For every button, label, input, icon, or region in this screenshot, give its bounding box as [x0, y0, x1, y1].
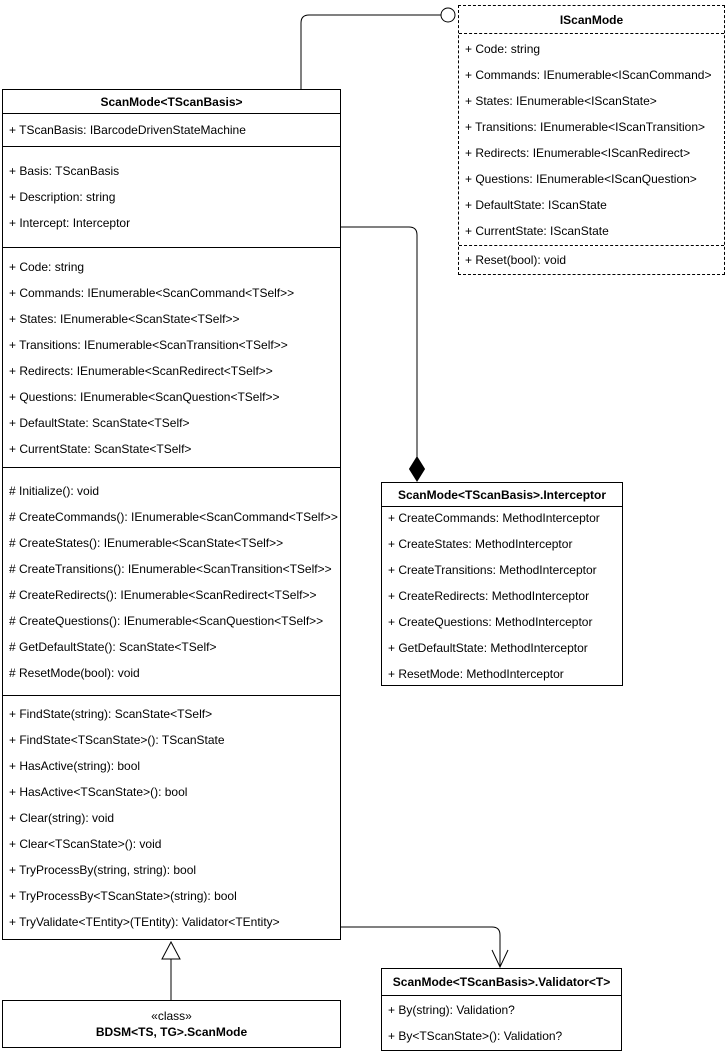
- member-row: + By(string): Validation?: [388, 1003, 515, 1017]
- member-row: + CurrentState: IScanState: [465, 223, 609, 238]
- member-row: + Transitions: IEnumerable<IScanTransiti…: [465, 119, 706, 134]
- member-row: + HasActive<TScanState>(): bool: [9, 784, 188, 799]
- member-row: + TryProcessBy<TScanState>(string): bool: [9, 888, 237, 903]
- member-row: # ResetMode(bool): void: [9, 665, 140, 680]
- member-row: + Questions: IEnumerable<IScanQuestion>: [465, 171, 697, 186]
- realization-connector: [300, 7, 456, 89]
- member-row: + Intercept: Interceptor: [9, 216, 131, 230]
- member-row: + CreateRedirects: MethodInterceptor: [388, 589, 590, 603]
- member-row: + Code: string: [9, 259, 85, 274]
- attributes-section: + Code: string + Commands: IEnumerable<S…: [3, 248, 340, 468]
- member-row: # GetDefaultState(): ScanState<TSelf>: [9, 639, 217, 654]
- interface-lollipop-icon: [440, 7, 456, 23]
- attributes-section: + Code: string + Commands: IEnumerable<I…: [459, 34, 724, 246]
- member-row: + Code: string: [465, 41, 541, 56]
- member-row: + Redirects: IEnumerable<ScanRedirect<TS…: [9, 363, 273, 378]
- member-row: + DefaultState: IScanState: [465, 197, 607, 212]
- open-arrowhead-icon: [491, 949, 509, 969]
- member-row: + Commands: IEnumerable<ScanCommand<TSel…: [9, 285, 295, 300]
- attributes-section: + Basis: TScanBasis + Description: strin…: [3, 147, 340, 248]
- member-row: + Transitions: IEnumerable<ScanTransitio…: [9, 337, 288, 352]
- member-row: # Initialize(): void: [9, 483, 100, 498]
- protected-methods-section: # Initialize(): void # CreateCommands():…: [3, 468, 340, 696]
- member-row: # CreateStates(): IEnumerable<ScanState<…: [9, 535, 284, 550]
- member-row: + Commands: IEnumerable<IScanCommand>: [465, 67, 712, 82]
- class-stereotype: «class»: [151, 1009, 192, 1023]
- member-row: + TryProcessBy(string, string): bool: [9, 862, 197, 877]
- member-row: + TScanBasis: IBarcodeDrivenStateMachine: [9, 123, 246, 137]
- composition-diamond-icon: [408, 456, 426, 482]
- public-methods-section: + FindState(string): ScanState<TSelf> + …: [3, 696, 340, 939]
- methods-section: + Reset(bool): void: [459, 246, 724, 274]
- class-title: ScanMode<TScanBasis>: [3, 90, 340, 114]
- member-row: + ResetMode: MethodInterceptor: [388, 667, 564, 681]
- class-title: ScanMode<TScanBasis>.Interceptor: [382, 483, 622, 507]
- member-row: + DefaultState: ScanState<TSelf>: [9, 415, 190, 430]
- member-row: + Basis: TScanBasis: [9, 164, 120, 178]
- member-row: + Clear<TScanState>(): void: [9, 836, 162, 851]
- methods-section: + By(string): Validation? + By<TScanStat…: [382, 996, 621, 1050]
- member-row: + By<TScanState>(): Validation?: [388, 1029, 563, 1043]
- member-row: + FindState(string): ScanState<TSelf>: [9, 706, 213, 721]
- member-row: # CreateCommands(): IEnumerable<ScanComm…: [9, 509, 338, 524]
- member-row: + States: IEnumerable<ScanState<TSelf>>: [9, 311, 240, 326]
- member-row: + Clear(string): void: [9, 810, 115, 825]
- dependency-connector: [341, 926, 509, 969]
- composition-connector: [341, 226, 426, 482]
- attributes-section: + CreateCommands: MethodInterceptor + Cr…: [382, 507, 622, 685]
- member-row: + TryValidate<TEntity>(TEntity): Validat…: [9, 914, 280, 929]
- member-row: + HasActive(string): bool: [9, 758, 141, 773]
- member-row: + Questions: IEnumerable<ScanQuestion<TS…: [9, 389, 280, 404]
- class-box-bdsm: «class» BDSM<TS, TG>.ScanMode: [2, 1000, 341, 1048]
- member-row: + CreateStates: MethodInterceptor: [388, 537, 573, 551]
- member-row: # CreateRedirects(): IEnumerable<ScanRed…: [9, 587, 317, 602]
- member-row: + States: IEnumerable<IScanState>: [465, 93, 657, 108]
- class-box-validator: ScanMode<TScanBasis>.Validator<T> + By(s…: [381, 968, 622, 1051]
- class-box-interceptor: ScanMode<TScanBasis>.Interceptor + Creat…: [381, 482, 623, 686]
- class-title: IScanMode: [459, 6, 724, 34]
- class-title: BDSM<TS, TG>.ScanMode: [95, 1025, 248, 1039]
- member-row: + FindState<TScanState>(): TScanState: [9, 732, 225, 747]
- member-row: + CurrentState: ScanState<TSelf>: [9, 441, 192, 456]
- class-title: ScanMode<TScanBasis>.Validator<T>: [382, 969, 621, 996]
- member-row: + CreateTransitions: MethodInterceptor: [388, 563, 597, 577]
- member-row: # CreateQuestions(): IEnumerable<ScanQue…: [9, 613, 324, 628]
- class-box-iscanmode: IScanMode + Code: string + Commands: IEn…: [458, 5, 725, 275]
- member-row: + GetDefaultState: MethodInterceptor: [388, 641, 588, 655]
- member-row: + CreateCommands: MethodInterceptor: [388, 511, 600, 525]
- member-row: + Description: string: [9, 190, 116, 204]
- generalization-connector: [161, 940, 181, 1000]
- class-box-scanmode: ScanMode<TScanBasis> + TScanBasis: IBarc…: [2, 89, 341, 940]
- attributes-section: + TScanBasis: IBarcodeDrivenStateMachine: [3, 114, 340, 147]
- generalization-triangle-icon: [161, 940, 181, 960]
- member-row: # CreateTransitions(): IEnumerable<ScanT…: [9, 561, 332, 576]
- member-row: + CreateQuestions: MethodInterceptor: [388, 615, 593, 629]
- member-row: + Redirects: IEnumerable<IScanRedirect>: [465, 145, 691, 160]
- member-row: + Reset(bool): void: [465, 253, 567, 267]
